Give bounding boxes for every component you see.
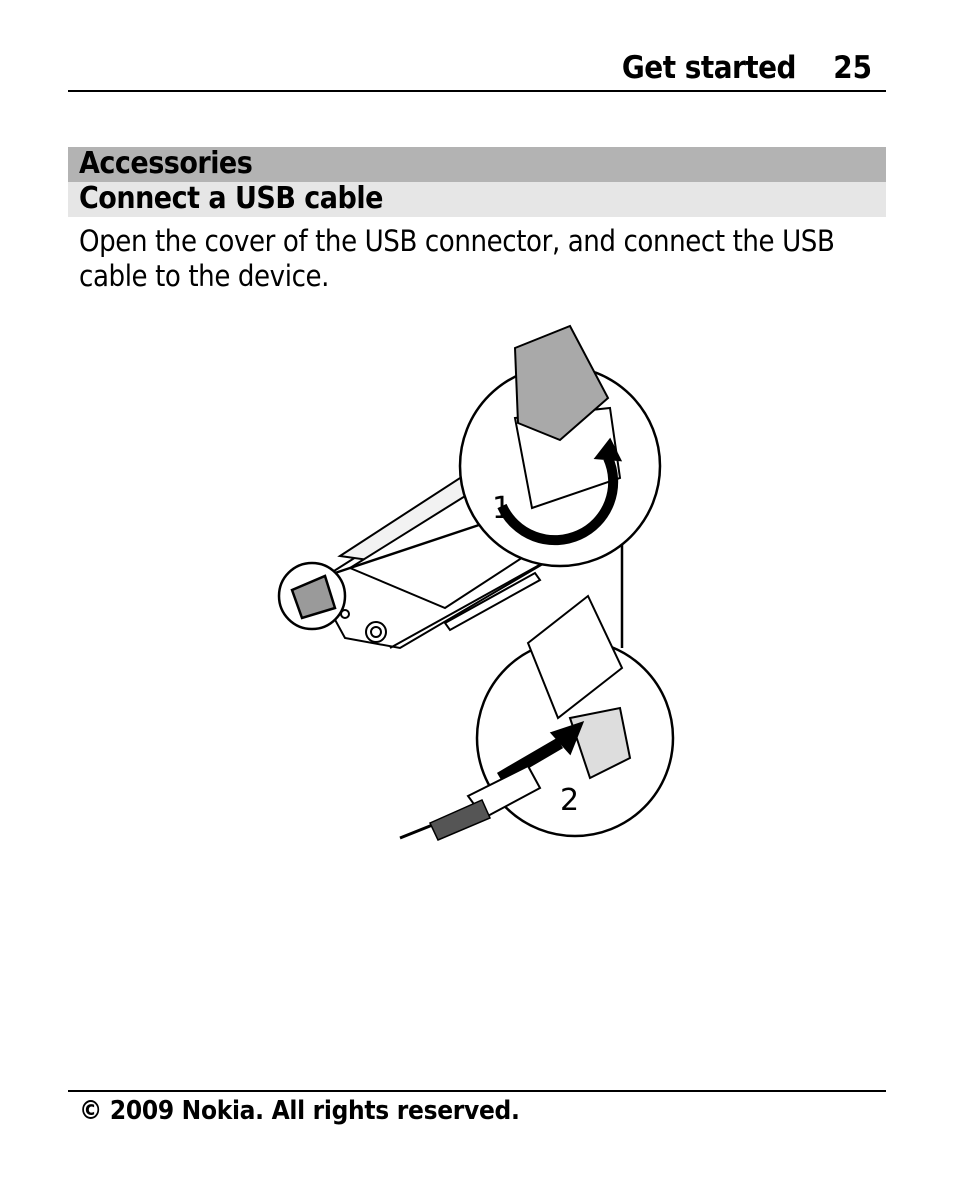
page-header: Get started 25 bbox=[68, 48, 886, 92]
subsection-heading: Connect a USB cable bbox=[79, 181, 383, 216]
copyright-notice: © 2009 Nokia. All rights reserved. bbox=[79, 1096, 520, 1126]
usb-port-highlight bbox=[277, 561, 347, 631]
section-heading-bar: Accessories bbox=[68, 147, 886, 182]
step1-label: 1 bbox=[492, 491, 511, 526]
usb-connection-illustration: 1 2 bbox=[277, 324, 675, 841]
header-section-title: Get started bbox=[621, 50, 797, 86]
step2-zoom-circle bbox=[399, 594, 675, 841]
instruction-paragraph: Open the cover of the USB connector, and… bbox=[79, 224, 835, 293]
step1-zoom-circle bbox=[458, 324, 662, 568]
section-heading: Accessories bbox=[79, 146, 253, 181]
callout-line-1 bbox=[334, 521, 486, 575]
page-footer: © 2009 Nokia. All rights reserved. bbox=[68, 1090, 886, 1126]
subsection-heading-bar: Connect a USB cable bbox=[68, 182, 886, 217]
step2-label: 2 bbox=[560, 783, 579, 818]
page-number: 25 bbox=[833, 50, 872, 86]
